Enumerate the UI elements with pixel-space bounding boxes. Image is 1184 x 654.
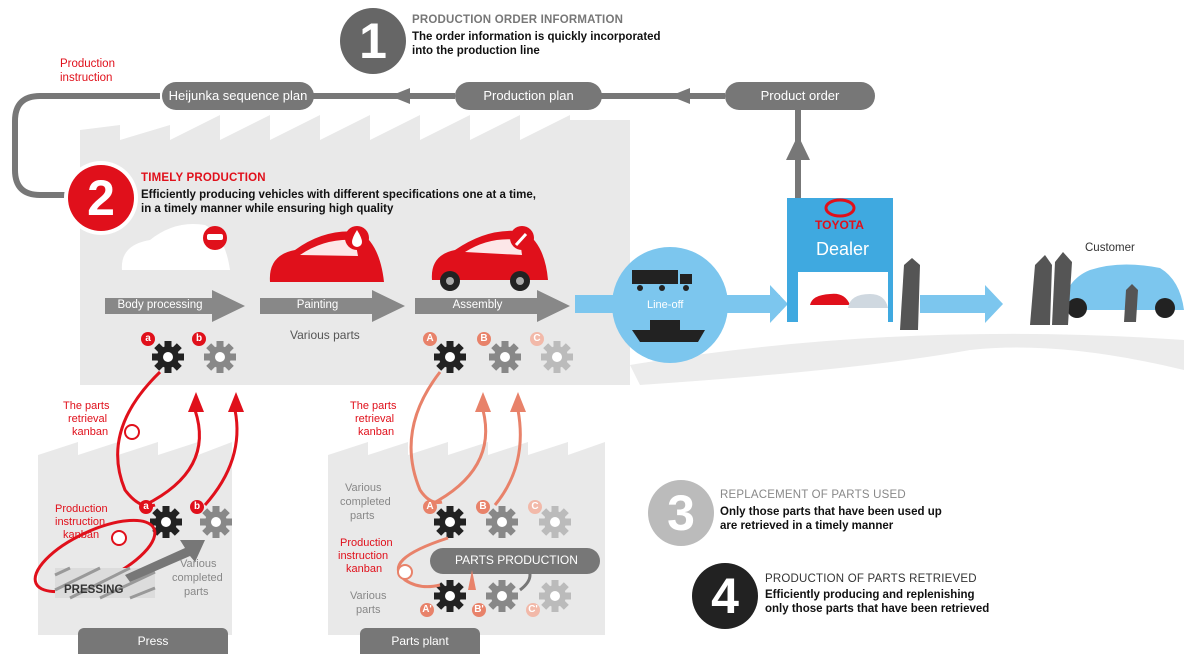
step-1-desc-1: The order information is quickly incorpo… <box>412 31 661 43</box>
press-instruction-kanban-1: Production <box>55 503 108 515</box>
gear-label-B2-plant: B' <box>472 603 486 617</box>
gear-label-b-press: b <box>190 500 204 514</box>
press-retrieval-kanban-marker <box>124 424 140 440</box>
road-ground <box>630 333 1184 385</box>
step-4-badge: 4 <box>692 563 758 629</box>
plant-retrieval-kanban-1: The parts <box>350 400 397 412</box>
gear-C2-plant <box>539 580 571 612</box>
product-order-pill: Product order <box>725 82 875 110</box>
gear-label-B-factory: B <box>477 332 491 346</box>
production-instruction-label-2: instruction <box>60 72 113 84</box>
gear-B-plant <box>486 506 518 538</box>
dealer-brand: TOYOTA <box>815 218 864 232</box>
plant-retrieval-kanban-3: kanban <box>358 426 395 438</box>
step-3-desc-1: Only those parts that have been used up <box>720 506 942 518</box>
gear-a-factory <box>152 341 184 373</box>
gear-label-C-plant: C <box>528 500 542 514</box>
step-3-badge: 3 <box>648 480 714 546</box>
press-retrieval-kanban-3: kanban <box>72 426 109 438</box>
gear-C-factory <box>541 341 573 373</box>
pressing-arrow <box>125 540 205 582</box>
gear-label-C2-plant: C' <box>526 603 540 617</box>
plant-instruction-kanban-2: instruction <box>338 550 389 562</box>
assembly-label: Assembly <box>452 299 503 311</box>
plant-completed-2: completed <box>340 496 391 508</box>
production-plan-pill: Production plan <box>455 82 602 110</box>
step-1-badge: 1 <box>340 8 406 74</box>
car-white <box>121 224 230 270</box>
press-base: Press <box>78 628 228 654</box>
parts-plant-building <box>328 442 605 635</box>
customer-label: Customer <box>1085 242 1135 254</box>
press-instruction-kanban-marker <box>111 530 127 546</box>
gear-B2-plant <box>486 580 518 612</box>
plant-various-parts-1: Various <box>350 590 387 602</box>
gear-label-B-plant: B <box>476 500 490 514</box>
gear-C-plant <box>539 506 571 538</box>
dealer-person-icon <box>900 258 920 330</box>
heijunka-plan-pill: Heijunka sequence plan <box>162 82 314 110</box>
plant-retrieval-kanban-2: retrieval <box>355 413 395 425</box>
gear-label-a-press: a <box>139 500 153 514</box>
gear-label-b-factory: b <box>192 332 206 346</box>
step-2-badge: 2 <box>68 165 134 231</box>
factory-various-parts: Various parts <box>290 328 360 342</box>
press-retrieval-kanban-1: The parts <box>63 400 110 412</box>
body-processing-label: Body processing <box>117 299 203 311</box>
gear-b-press <box>200 506 232 538</box>
gear-A-factory <box>434 341 466 373</box>
press-completed-1: Various <box>180 558 217 570</box>
step-2-desc-1: Efficiently producing vehicles with diff… <box>141 189 536 201</box>
gear-A-plant <box>434 506 466 538</box>
press-completed-2: completed <box>172 572 223 584</box>
gear-b-factory <box>204 341 236 373</box>
step-3-title: REPLACEMENT OF PARTS USED <box>720 489 906 501</box>
ship-icon <box>632 320 705 342</box>
parts-plant-base: Parts plant <box>360 628 480 654</box>
gear-label-C-factory: C <box>530 332 544 346</box>
step-2-desc-2: in a timely manner while ensuring high q… <box>141 203 394 215</box>
pressing-label: PRESSING <box>64 584 124 596</box>
dealer-building <box>787 198 920 330</box>
painting-label: Painting <box>296 299 339 311</box>
press-instruction-kanban-2: instruction <box>55 516 106 528</box>
press-instruction-kanban-3: kanban <box>63 529 100 541</box>
gear-label-A-plant: A <box>423 500 437 514</box>
press-retrieval-kanban-2: retrieval <box>68 413 108 425</box>
gear-label-A-factory: A <box>423 332 437 346</box>
parts-production-bar <box>430 548 600 574</box>
truck-icon <box>632 270 692 291</box>
gear-label-A2-plant: A' <box>420 603 434 617</box>
plant-instruction-kanban-3: kanban <box>346 563 383 575</box>
top-flow <box>12 93 801 210</box>
customer-scene <box>1030 252 1184 325</box>
gear-label-a-factory: a <box>141 332 155 346</box>
gear-B-factory <box>489 341 521 373</box>
process-arrows <box>105 290 570 322</box>
production-instruction-label-1: Production <box>60 58 115 70</box>
step-1-desc-2: into the production line <box>412 45 540 57</box>
step-4-desc-1: Efficiently producing and replenishing <box>765 589 975 601</box>
pressing-box <box>54 566 156 600</box>
press-completed-3: parts <box>184 586 209 598</box>
step-2-title: TIMELY PRODUCTION <box>141 172 266 184</box>
plant-instruction-kanban-1: Production <box>340 537 393 549</box>
plant-completed-1: Various <box>345 482 382 494</box>
step-4-title: PRODUCTION OF PARTS RETRIEVED <box>765 573 977 585</box>
step-1-title: PRODUCTION ORDER INFORMATION <box>412 14 624 26</box>
plant-instruction-kanban-marker <box>397 564 413 580</box>
parts-production-label: PARTS PRODUCTION <box>455 553 578 567</box>
plant-completed-3: parts <box>350 510 375 522</box>
step-3-desc-2: are retrieved in a timely manner <box>720 520 894 532</box>
step-4-desc-2: only those parts that have been retrieve… <box>765 603 990 615</box>
flow-arrowheads <box>390 88 810 160</box>
plant-various-parts-2: parts <box>356 604 381 616</box>
lineoff-label: Line-off <box>647 299 684 311</box>
dealer-label: Dealer <box>816 239 870 259</box>
